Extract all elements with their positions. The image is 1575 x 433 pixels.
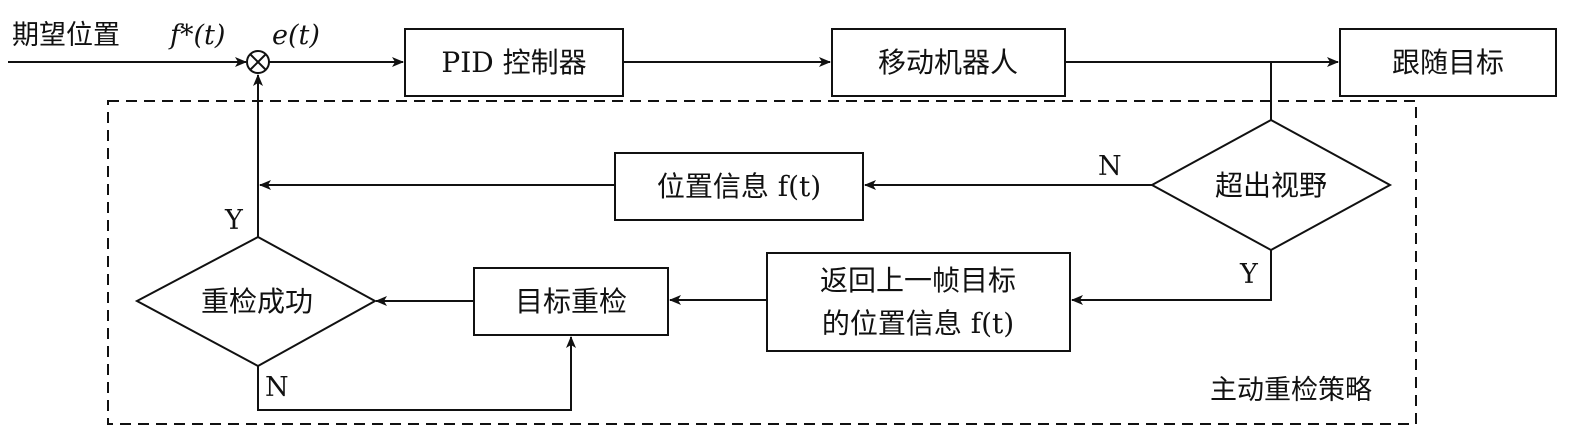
position-info-block	[614, 152, 864, 221]
prev-frame-block	[766, 252, 1071, 352]
error-symbol: e(t)	[272, 20, 320, 51]
prev-frame-label-line2: 的位置信息 f(t)	[822, 307, 1014, 340]
mobile-robot-label: 移动机器人	[878, 46, 1018, 79]
redetect-block	[473, 267, 669, 336]
input-label: 期望位置	[12, 20, 120, 51]
arrow-no-loop-to-redetect	[257, 336, 576, 411]
follow-target-block	[1339, 28, 1557, 97]
out-of-view-yes-label: Y	[1239, 259, 1259, 290]
success-no-label: N	[265, 372, 289, 403]
out-of-view-no-label: N	[1098, 151, 1122, 182]
out-of-view-label: 超出视野	[1215, 169, 1327, 202]
arrow-yes-to-prev-frame	[1071, 250, 1272, 305]
redetect-success-label: 重检成功	[201, 285, 313, 318]
success-yes-label: Y	[224, 205, 244, 236]
strategy-region	[107, 100, 1417, 425]
strategy-label: 主动重检策略	[1210, 375, 1372, 406]
pid-controller-label: PID 控制器	[441, 46, 586, 79]
prev-frame-label-line1: 返回上一帧目标	[820, 264, 1016, 297]
redetect-label: 目标重检	[515, 285, 627, 318]
follow-target-label: 跟随目标	[1392, 46, 1504, 79]
position-info-label: 位置信息 f(t)	[657, 170, 821, 203]
summing-junction	[246, 50, 270, 74]
input-symbol: f*(t)	[168, 20, 225, 51]
